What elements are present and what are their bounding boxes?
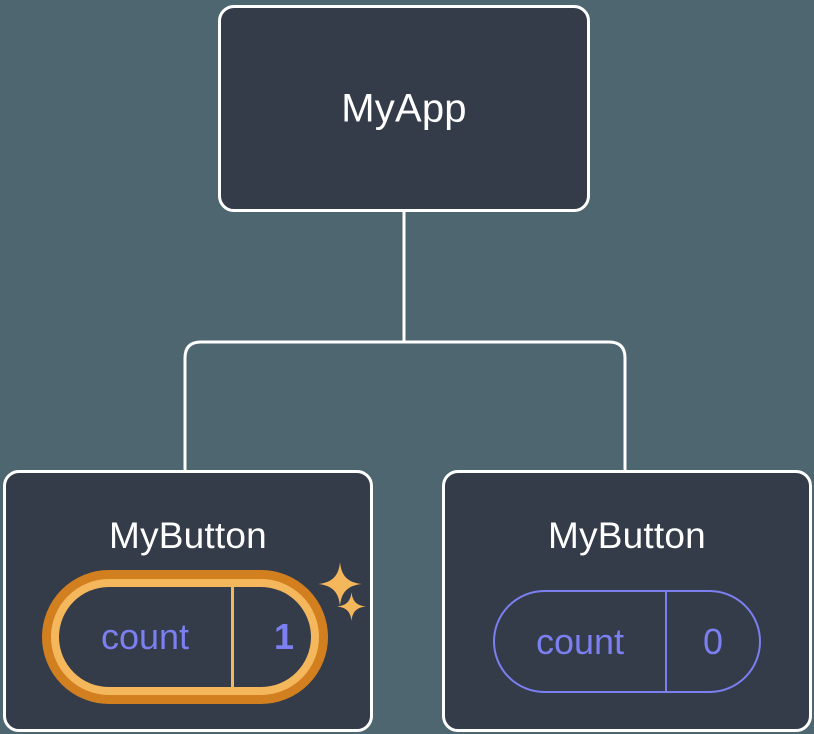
state-pill-inner: count 0 [495, 592, 759, 691]
state-pill-inner: count 1 [59, 587, 311, 687]
node-root-label: MyApp [341, 86, 467, 130]
node-child-left-label: MyButton [109, 515, 267, 556]
state-pill-plain[interactable]: count 0 [493, 590, 761, 693]
state-pill-highlighted[interactable]: count 1 [42, 570, 328, 704]
node-child-right-label: MyButton [548, 515, 706, 556]
state-key-label: count [59, 587, 234, 687]
state-value-label: 0 [702, 620, 724, 662]
state-value-label: 1 [273, 616, 295, 657]
node-root-myapp[interactable]: MyApp [218, 5, 590, 212]
state-key-label: count [495, 592, 667, 691]
connector-branch-bus [183, 340, 627, 470]
